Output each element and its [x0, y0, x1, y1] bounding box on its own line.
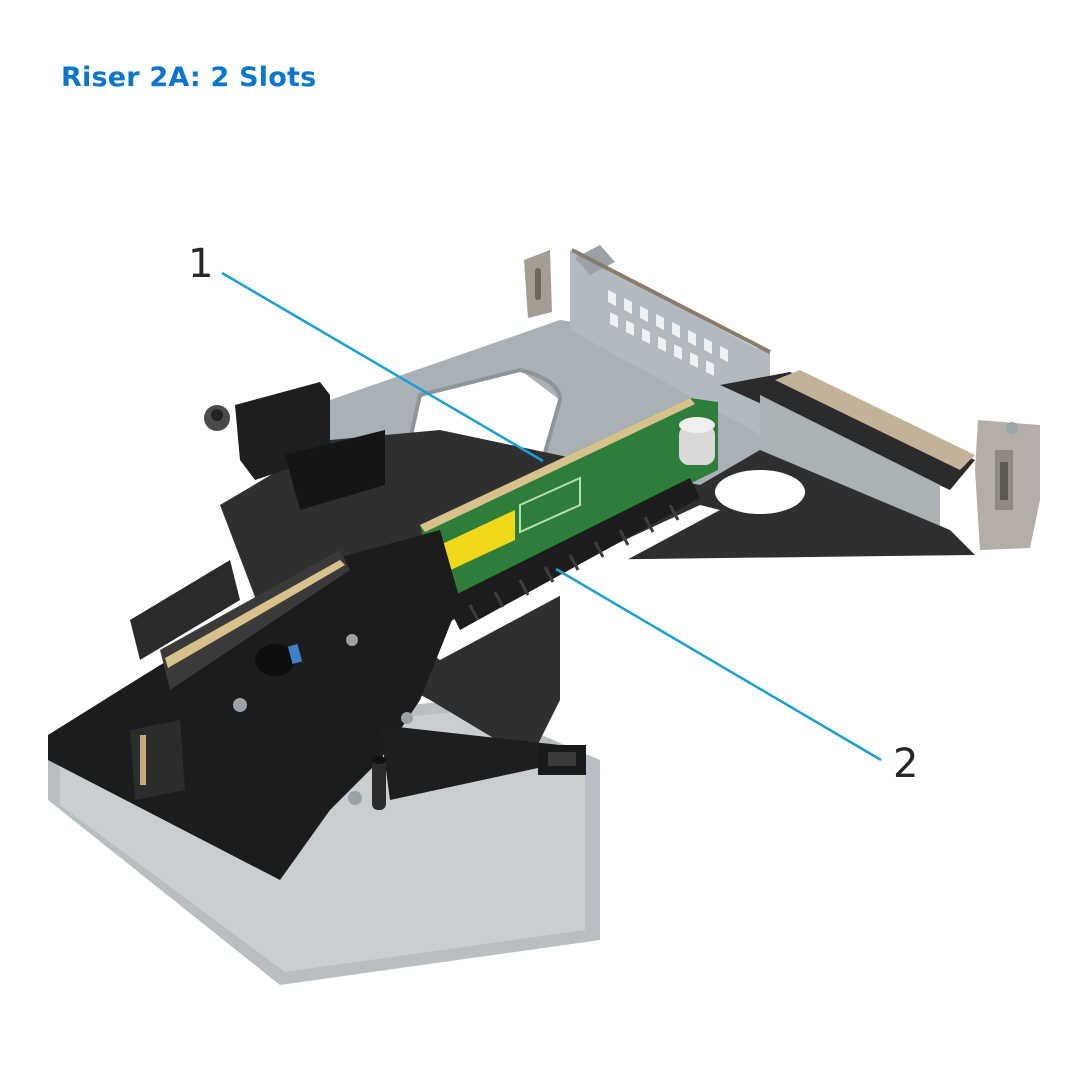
callout-2-label: 2	[893, 741, 919, 787]
pcie-x16-connector	[445, 478, 700, 630]
callout-2-line	[555, 567, 882, 762]
riser-board	[420, 398, 718, 605]
expansion-cover-plate	[720, 370, 1040, 550]
top-retention-clip	[204, 382, 385, 510]
callout-1-line	[221, 271, 544, 463]
front-plastic-housing	[48, 530, 586, 880]
callout-1-label: 1	[188, 241, 214, 287]
page-title: Riser 2A: 2 Slots	[61, 62, 317, 93]
